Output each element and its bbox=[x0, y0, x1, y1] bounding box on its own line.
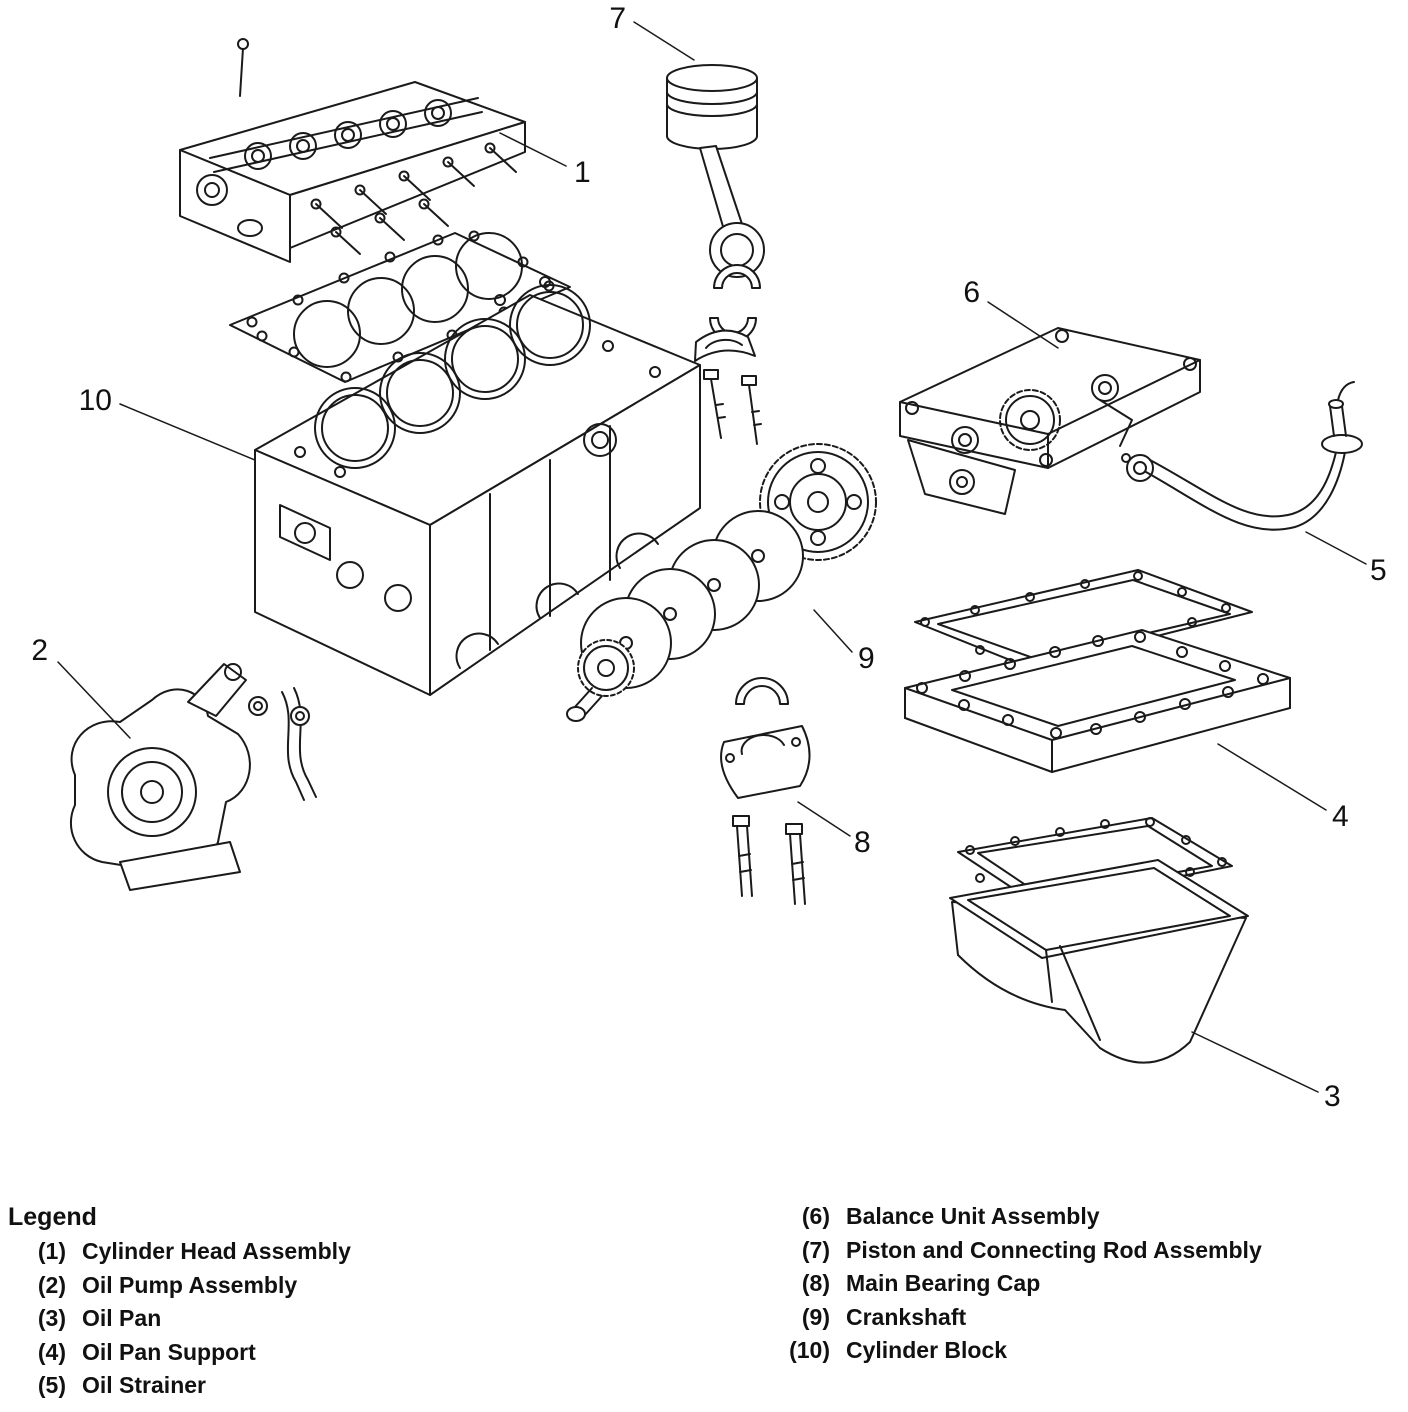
callout-7: 7 bbox=[609, 2, 695, 61]
legend-item-7: (7) Piston and Connecting Rod Assembly bbox=[772, 1234, 1402, 1268]
callout-6: 6 bbox=[963, 276, 1059, 349]
part-piston-connecting-rod bbox=[666, 64, 765, 342]
legend-item-number: (6) bbox=[801, 1203, 830, 1229]
legend-item-9: (9) Crankshaft bbox=[772, 1301, 1402, 1335]
legend-item-number: (2) bbox=[37, 1271, 66, 1298]
legend-item-10: (10) Cylinder Block bbox=[772, 1334, 1402, 1368]
legend-item-label: Balance Unit Assembly bbox=[846, 1203, 1100, 1229]
callout-line-6 bbox=[987, 301, 1059, 349]
part-balance-unit bbox=[899, 327, 1201, 515]
legend-item-label: Oil Pan bbox=[82, 1305, 162, 1331]
callout-line-10 bbox=[119, 403, 256, 461]
legend-item-4: (4) Oil Pan Support bbox=[8, 1336, 728, 1370]
callout-line-7 bbox=[633, 21, 695, 61]
part-oil-pump bbox=[70, 663, 317, 891]
part-main-bearing-cap bbox=[720, 677, 811, 905]
legend-item-label: Main Bearing Cap bbox=[846, 1270, 1041, 1296]
callout-number-8: 8 bbox=[854, 826, 871, 859]
callout-9: 9 bbox=[813, 609, 875, 675]
callout-line-3 bbox=[1191, 1031, 1319, 1093]
legend-item-1: (1) Cylinder Head Assembly bbox=[8, 1235, 728, 1269]
callout-line-1 bbox=[499, 132, 567, 167]
legend-item-8: (8) Main Bearing Cap bbox=[772, 1267, 1402, 1301]
legend-item-label: Crankshaft bbox=[846, 1303, 967, 1330]
legend-item-number: (4) bbox=[37, 1338, 66, 1365]
legend-item-number: (8) bbox=[801, 1270, 830, 1296]
callout-number-2: 2 bbox=[31, 634, 48, 667]
callout-line-9 bbox=[813, 609, 853, 653]
callout-number-4: 4 bbox=[1332, 800, 1349, 833]
legend-item-label: Oil Pan Support bbox=[82, 1338, 256, 1365]
part-cylinder-head-assembly bbox=[179, 38, 526, 263]
legend-title: Legend bbox=[8, 1203, 97, 1231]
callout-line-4 bbox=[1217, 743, 1327, 811]
legend-item-number: (7) bbox=[801, 1236, 830, 1263]
legend-item-2: (2) Oil Pump Assembly bbox=[8, 1269, 728, 1303]
legend-item-number: (9) bbox=[801, 1303, 830, 1330]
callout-line-2 bbox=[57, 661, 131, 739]
part-oil-strainer bbox=[1121, 381, 1363, 531]
legend-item-label: Oil Strainer bbox=[82, 1372, 206, 1398]
legend-item-number: (5) bbox=[37, 1372, 66, 1398]
legend-item-label: Piston and Connecting Rod Assembly bbox=[846, 1236, 1262, 1263]
legend-item-number: (3) bbox=[37, 1305, 66, 1331]
callout-4: 4 bbox=[1217, 743, 1349, 833]
callout-line-5 bbox=[1305, 531, 1367, 565]
callout-number-9: 9 bbox=[858, 642, 875, 675]
legend-item-number: (1) bbox=[37, 1238, 66, 1264]
callout-5: 5 bbox=[1305, 531, 1387, 587]
legend-right-column: (6) Balance Unit Assembly (7) Piston and… bbox=[772, 1200, 1402, 1368]
callout-number-5: 5 bbox=[1370, 554, 1387, 587]
legend-left-column: Legend (1) Cylinder Head Assembly (2) Oi… bbox=[8, 1200, 728, 1403]
callout-number-10: 10 bbox=[79, 384, 112, 417]
part-oil-pan bbox=[949, 817, 1249, 1064]
legend-item-label: Cylinder Block bbox=[846, 1337, 1008, 1363]
legend-item-label: Cylinder Head Assembly bbox=[82, 1238, 351, 1264]
callout-number-3: 3 bbox=[1324, 1080, 1341, 1113]
part-crankshaft bbox=[566, 443, 877, 722]
callout-number-6: 6 bbox=[963, 276, 980, 309]
callout-10: 10 bbox=[79, 384, 256, 461]
callout-number-1: 1 bbox=[574, 156, 591, 189]
callout-line-8 bbox=[797, 801, 851, 837]
callout-number-7: 7 bbox=[609, 2, 626, 35]
part-rod-caps-bolts bbox=[694, 329, 762, 445]
legend-item-number: (10) bbox=[789, 1337, 830, 1363]
callout-2: 2 bbox=[31, 634, 131, 739]
part-cylinder-block bbox=[254, 276, 701, 696]
part-oil-pan-support bbox=[904, 569, 1291, 773]
engine-exploded-diagram: 1 2 3 4 5 bbox=[31, 2, 1386, 1113]
callout-1: 1 bbox=[499, 132, 591, 189]
legend-item-label: Oil Pump Assembly bbox=[82, 1271, 298, 1298]
callouts: 1 2 3 4 5 bbox=[31, 2, 1386, 1113]
legend-item-5: (5) Oil Strainer bbox=[8, 1369, 728, 1403]
callout-3: 3 bbox=[1191, 1031, 1341, 1113]
legend-item-3: (3) Oil Pan bbox=[8, 1302, 728, 1336]
legend-item-6: (6) Balance Unit Assembly bbox=[772, 1200, 1402, 1234]
part-head-gasket bbox=[229, 230, 571, 383]
callout-8: 8 bbox=[797, 801, 871, 859]
